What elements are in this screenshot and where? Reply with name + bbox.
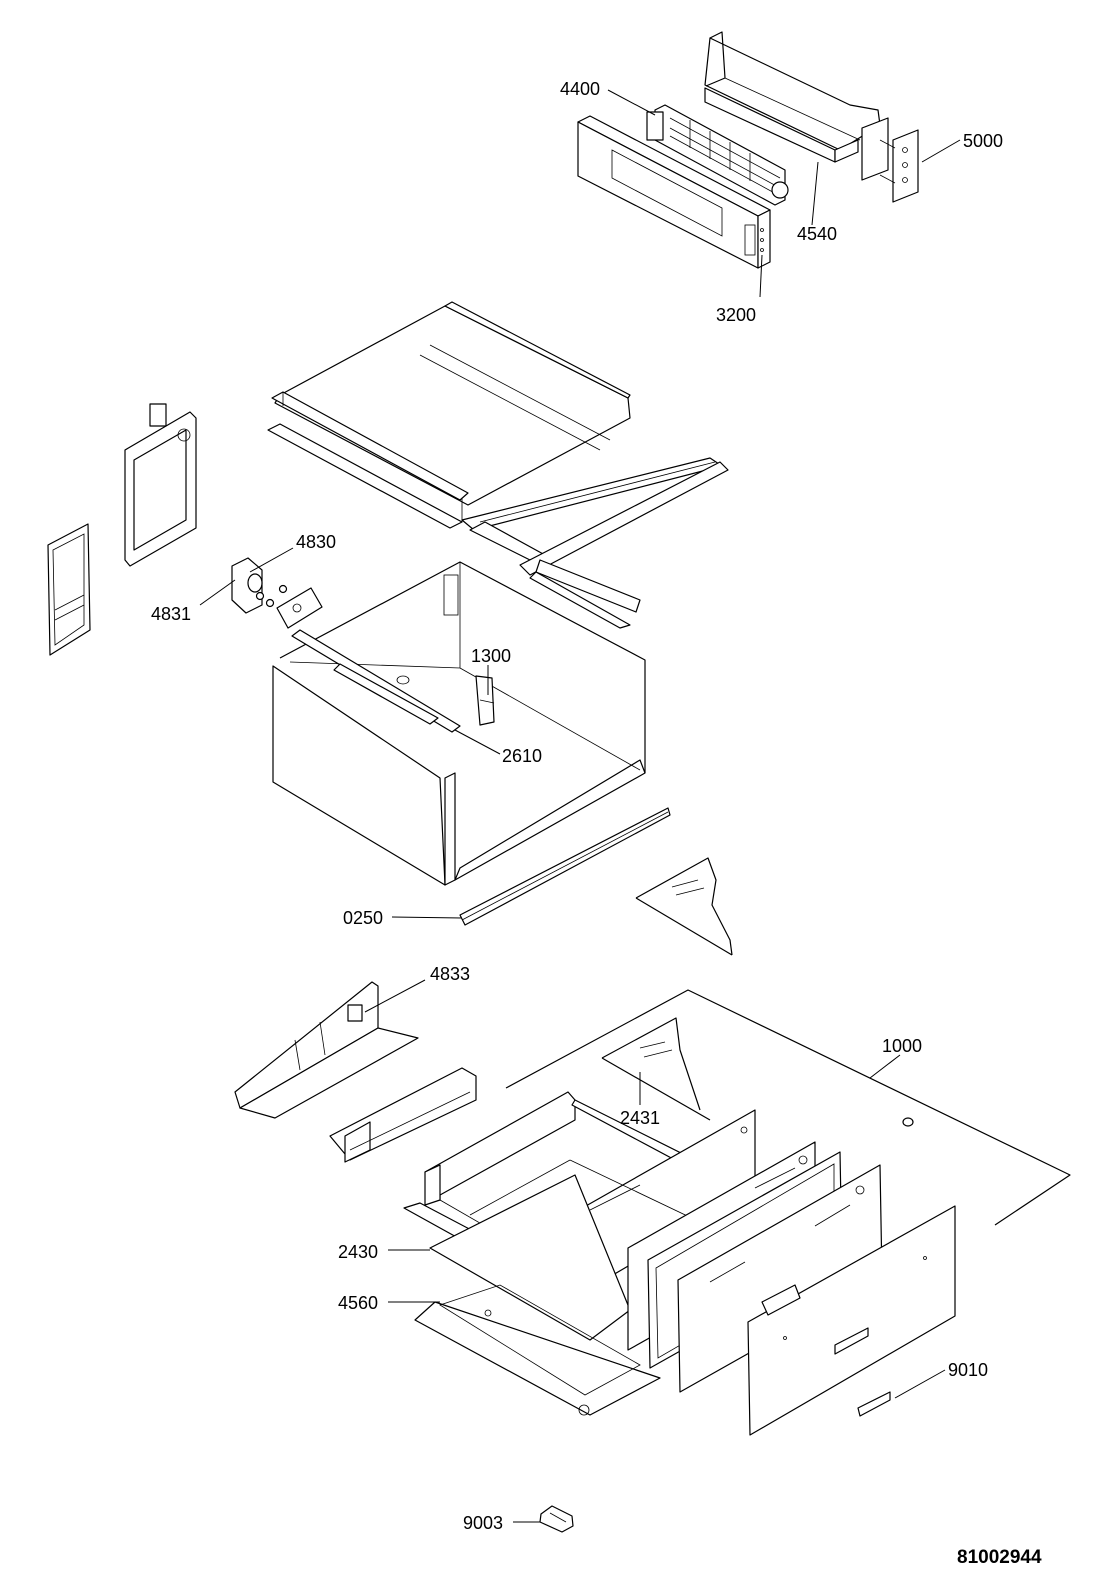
label-4831: 4831 [151,604,191,624]
side-rail-right [461,457,729,629]
clip-9003 [539,1505,574,1533]
label-5000: 5000 [963,131,1003,151]
label-4833: 4833 [430,964,470,984]
label-2610: 2610 [502,746,542,766]
label-4830: 4830 [296,532,336,552]
label-9010: 9010 [948,1360,988,1380]
label-0250: 0250 [343,908,383,928]
label-1000: 1000 [882,1036,922,1056]
protective-film-2431 [601,1017,711,1121]
control-plate-5000 [861,117,919,203]
side-frame-large [124,403,197,567]
channel-bracket [329,1067,477,1163]
hinge-bracket-4830 [231,557,323,629]
leader-lines [199,89,961,1523]
label-2430: 2430 [338,1242,378,1262]
part-number-labels: 4400 5000 4540 3200 4830 4831 1300 2610 … [151,79,1042,1568]
bottom-rail-0250 [459,807,671,926]
label-1300: 1300 [471,646,511,666]
outer-base-sheet-1000 [505,989,1071,1226]
side-frame-small [47,523,91,656]
label-2431: 2431 [620,1108,660,1128]
top-cover-panel [267,301,631,529]
fan-motor-4400 [646,104,789,206]
front-panel-3200 [577,115,771,269]
document-number: 81002944 [957,1547,1042,1568]
protective-film-sheet [635,857,733,956]
label-4560: 4560 [338,1293,378,1313]
lower-bracket-4833 [234,981,419,1119]
label-4540: 4540 [797,224,837,244]
door-front-panel [747,1205,956,1436]
label-4400: 4400 [560,79,600,99]
label-9003: 9003 [463,1513,503,1533]
fan-housing-rear [704,31,881,163]
drawer-base-plates [414,1174,661,1416]
oven-cavity-box [272,561,646,886]
label-3200: 3200 [716,305,756,325]
